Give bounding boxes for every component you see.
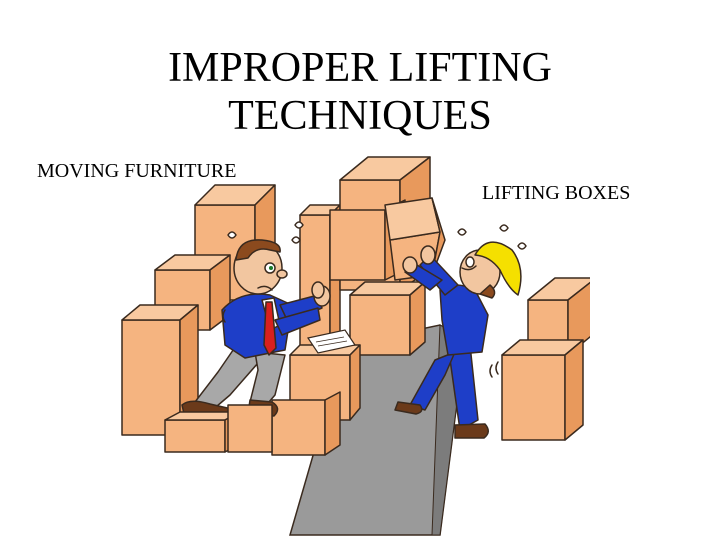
box-stack-center: [271, 281, 426, 456]
title-line-1: IMPROPER LIFTING: [168, 45, 552, 91]
worker-moving-furniture: [164, 221, 331, 453]
slide-title: IMPROPER LIFTING TECHNIQUES: [0, 44, 720, 140]
caption-lifting-boxes: LIFTING BOXES: [482, 182, 631, 204]
caption-moving-furniture: MOVING FURNITURE: [37, 160, 237, 182]
worker-lifting-boxes: [394, 224, 527, 439]
workers-lifting-boxes-illustration: .bf { fill: #F5B480; stroke: #3a2a1e; st…: [121, 156, 590, 536]
notepad: [307, 329, 356, 354]
box-stack-right: [501, 277, 590, 441]
hard-hat: [474, 241, 522, 296]
title-line-2: TECHNIQUES: [228, 93, 492, 139]
